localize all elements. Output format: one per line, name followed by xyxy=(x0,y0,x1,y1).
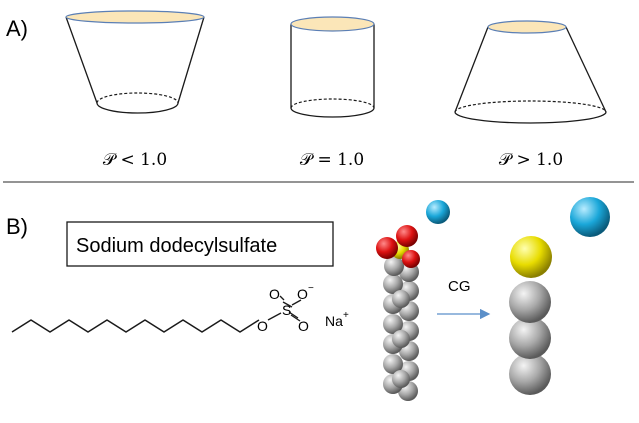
caption-p-greater: 𝒫 > 1.0 xyxy=(499,150,563,170)
atom-s: S xyxy=(282,302,291,318)
shape-inverted-cone xyxy=(65,10,205,114)
sulfate-group xyxy=(267,295,302,322)
alkyl-chain xyxy=(11,319,260,333)
all-atom-model xyxy=(376,200,450,401)
caption-p-less: 𝒫 < 1.0 xyxy=(103,150,167,170)
cg-label: CG xyxy=(448,278,471,295)
molecule-name-box xyxy=(66,221,334,267)
molecule-name: Sodium dodecylsulfate xyxy=(76,235,277,257)
shape-truncated-cone xyxy=(454,20,607,124)
charge-minus: − xyxy=(308,283,314,294)
shape-cylinder xyxy=(290,16,375,118)
atom-o-top-left: O xyxy=(269,286,280,302)
atom-na: Na xyxy=(325,313,343,329)
atom-o-bottom: O xyxy=(298,318,309,334)
coarse-grained-model xyxy=(509,197,610,395)
atom-o-ester: O xyxy=(257,318,268,334)
panel-b-label: B) xyxy=(6,214,28,239)
caption-p-equal: 𝒫 = 1.0 xyxy=(300,150,364,170)
atom-o-minus: O xyxy=(297,286,308,302)
panel-a-label: A) xyxy=(6,16,28,41)
charge-plus: + xyxy=(343,310,349,321)
